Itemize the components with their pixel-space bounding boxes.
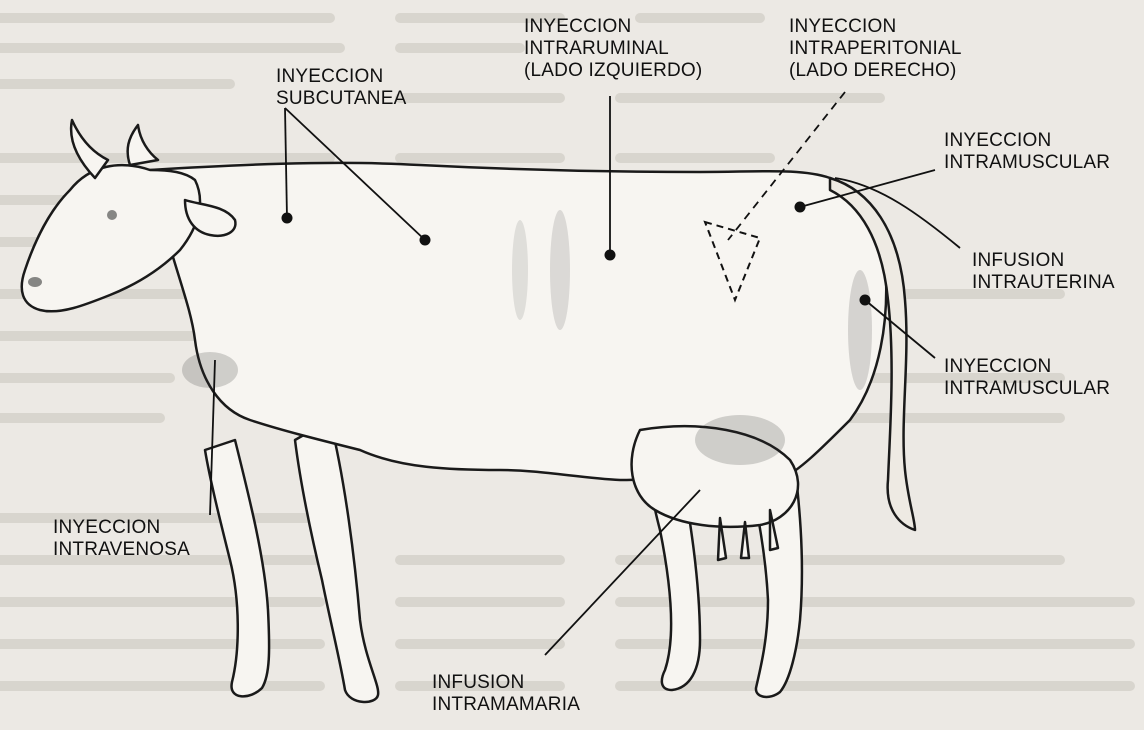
label-line: INTRARUMINAL — [524, 38, 702, 60]
label-intramuscular-lower: INYECCION INTRAMUSCULAR — [944, 356, 1110, 400]
label-line: INYECCION — [789, 16, 962, 38]
label-line: INTRAMAMARIA — [432, 694, 580, 716]
label-intramammary: INFUSION INTRAMAMARIA — [432, 672, 580, 716]
label-intravenous: INYECCION INTRAVENOSA — [53, 517, 190, 561]
label-line: INTRAUTERINA — [972, 272, 1115, 294]
label-line: INTRAPERITONIAL — [789, 38, 962, 60]
label-line: INYECCION — [276, 66, 406, 88]
label-line: INTRAMUSCULAR — [944, 152, 1110, 174]
label-line: INTRAMUSCULAR — [944, 378, 1110, 400]
label-intrauterine: INFUSION INTRAUTERINA — [972, 250, 1115, 294]
label-line: INFUSION — [972, 250, 1115, 272]
label-line: INYECCION — [53, 517, 190, 539]
label-line: SUBCUTANEA — [276, 88, 406, 110]
label-line: INYECCION — [524, 16, 702, 38]
label-line: (LADO IZQUIERDO) — [524, 60, 702, 82]
label-subcutaneous: INYECCION SUBCUTANEA — [276, 66, 406, 110]
label-line: INYECCION — [944, 356, 1110, 378]
label-intramuscular-upper: INYECCION INTRAMUSCULAR — [944, 130, 1110, 174]
label-line: INTRAVENOSA — [53, 539, 190, 561]
label-line: INFUSION — [432, 672, 580, 694]
label-intraruminal: INYECCION INTRARUMINAL (LADO IZQUIERDO) — [524, 16, 702, 82]
cow-body — [22, 120, 915, 702]
label-line: (LADO DERECHO) — [789, 60, 962, 82]
label-intraperitoneal: INYECCION INTRAPERITONIAL (LADO DERECHO) — [789, 16, 962, 82]
label-line: INYECCION — [944, 130, 1110, 152]
